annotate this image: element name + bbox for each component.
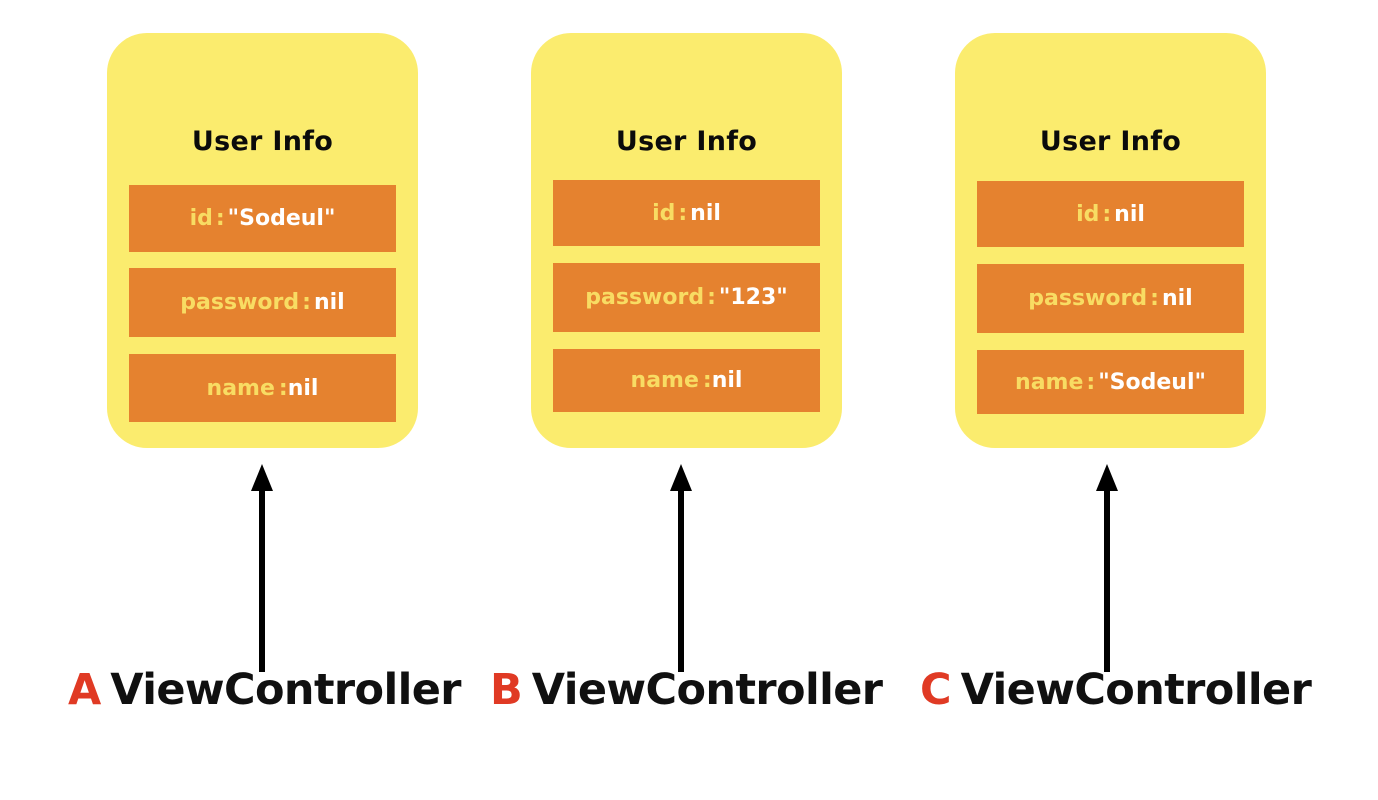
field-value: nil: [711, 368, 743, 393]
field-key: password: [585, 285, 705, 310]
field-value: "Sodeul": [227, 206, 336, 231]
field-value: "123": [718, 285, 788, 310]
field-value: nil: [1114, 201, 1145, 227]
field-separator: :: [278, 375, 288, 401]
user-info-card-c: User Info id : nil password : nil name :…: [955, 33, 1266, 448]
field-row-id-c: id : nil: [977, 181, 1244, 247]
arrow-up-c: [1094, 464, 1120, 672]
field-separator: :: [702, 368, 712, 393]
field-key: password: [1028, 286, 1148, 311]
field-key: password: [180, 290, 300, 315]
field-key: id: [189, 206, 213, 231]
field-separator: :: [1150, 286, 1159, 311]
field-row-password-c: password : nil: [977, 264, 1244, 333]
field-value: nil: [287, 375, 319, 401]
arrow-up-a: [249, 464, 275, 672]
controller-letter: B: [490, 665, 523, 715]
field-row-password-b: password : "123": [553, 263, 820, 332]
field-row-id-b: id : nil: [553, 180, 820, 246]
controller-letter: C: [920, 665, 952, 715]
field-key: name: [1015, 369, 1084, 395]
field-separator: :: [302, 290, 311, 315]
field-separator: :: [1086, 369, 1096, 395]
controller-name: ViewController: [110, 665, 461, 715]
card-rows-b: id : nil password : "123" name : nil: [553, 180, 820, 412]
arrow-up-b: [668, 464, 694, 672]
field-key: id: [652, 200, 676, 226]
field-value: nil: [690, 200, 721, 226]
user-info-card-a: User Info id : "Sodeul" password : nil n…: [107, 33, 418, 448]
controller-name: ViewController: [531, 665, 883, 715]
field-separator: :: [678, 200, 688, 226]
card-title-c: User Info: [1039, 126, 1182, 157]
field-key: name: [206, 375, 275, 401]
field-row-password-a: password : nil: [129, 268, 396, 337]
field-separator: :: [215, 206, 225, 231]
card-title-a: User Info: [191, 126, 334, 157]
field-separator: :: [707, 285, 716, 310]
field-value: nil: [1161, 286, 1193, 311]
card-title-b: User Info: [615, 126, 758, 157]
user-info-card-b: User Info id : nil password : "123" name…: [531, 33, 842, 448]
field-key: name: [630, 368, 699, 393]
card-rows-c: id : nil password : nil name : "Sodeul": [977, 181, 1244, 414]
field-key: id: [1076, 201, 1100, 227]
field-row-name-a: name : nil: [129, 354, 396, 422]
controller-letter: A: [68, 665, 102, 715]
field-separator: :: [1102, 201, 1112, 227]
field-value: "Sodeul": [1098, 369, 1206, 395]
card-rows-a: id : "Sodeul" password : nil name : nil: [129, 185, 396, 422]
field-value: nil: [313, 290, 345, 315]
field-row-id-a: id : "Sodeul": [129, 185, 396, 252]
field-row-name-c: name : "Sodeul": [977, 350, 1244, 414]
controller-name: ViewController: [960, 665, 1312, 715]
field-row-name-b: name : nil: [553, 349, 820, 412]
